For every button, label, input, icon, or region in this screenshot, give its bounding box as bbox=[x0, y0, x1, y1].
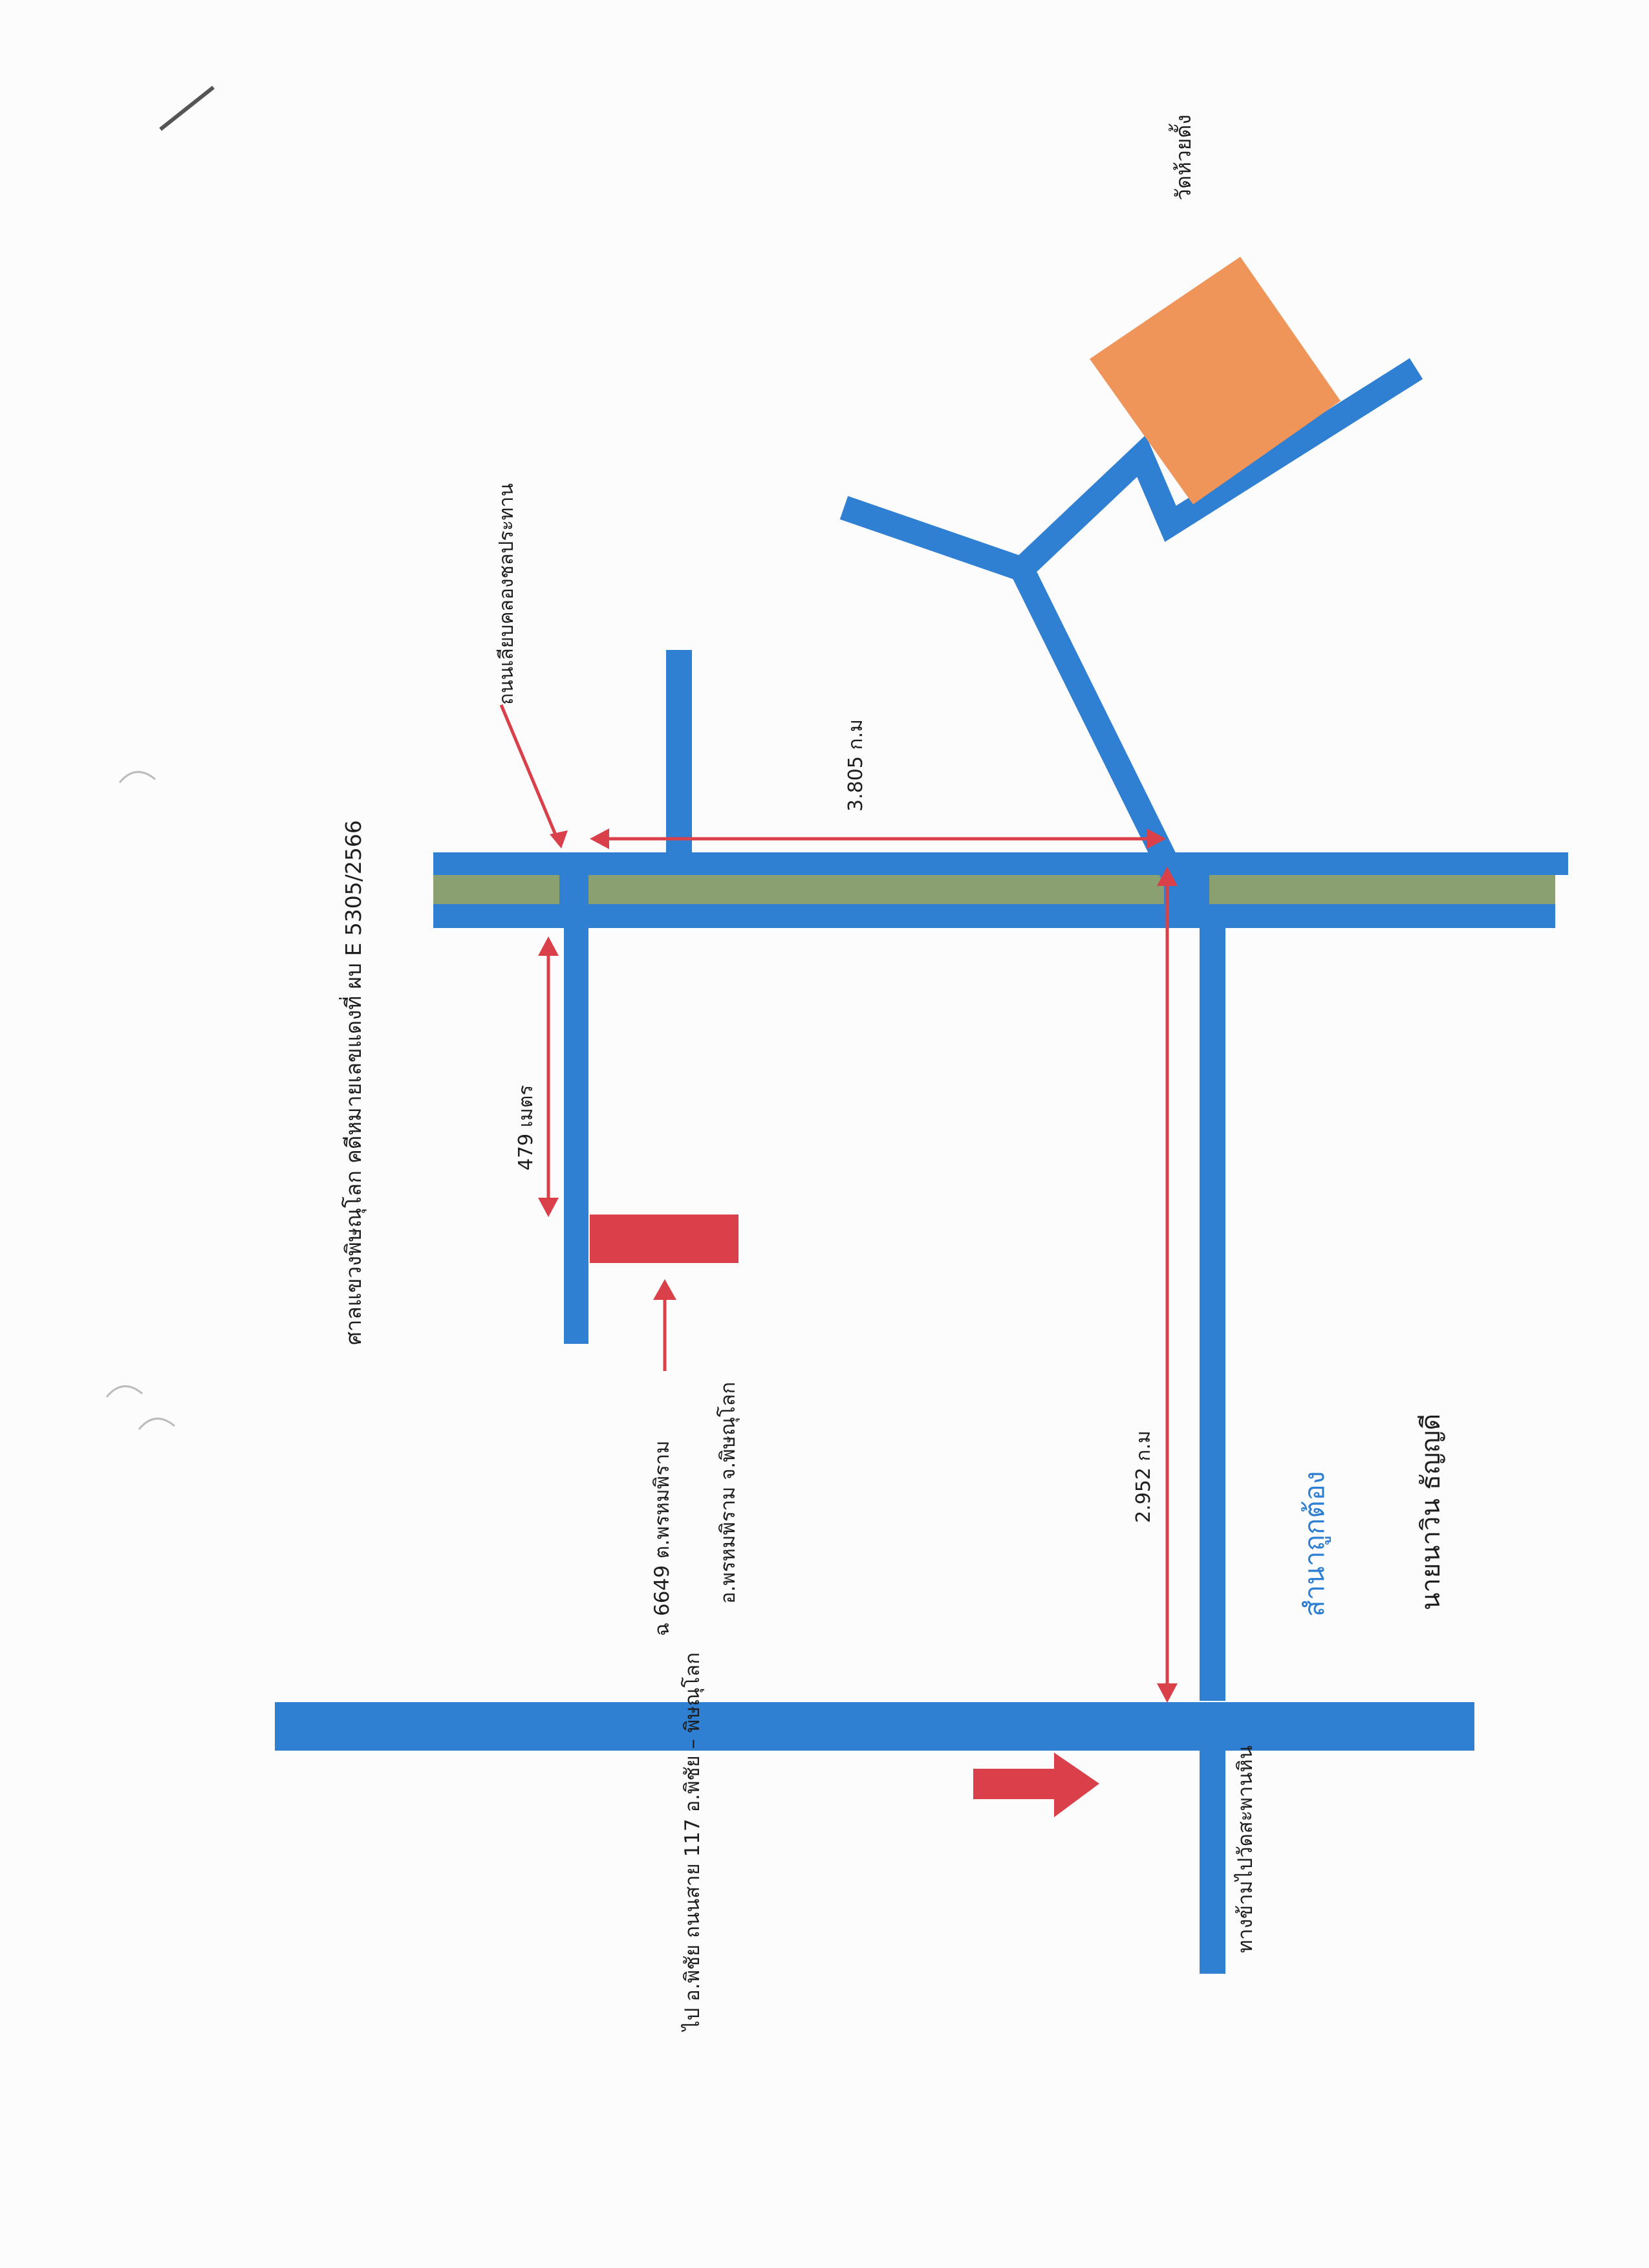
direction-arrow bbox=[973, 1753, 1099, 1817]
distance-arrow-479m bbox=[538, 936, 559, 1217]
side-road-label: ทางข้ามไปวัดสะพานหิน bbox=[1234, 1745, 1257, 1953]
canal-road-east-lane bbox=[433, 904, 1555, 928]
scan-mark-3 bbox=[138, 1418, 175, 1430]
property-label-line1: ฉ 6649 ต.พรหมพิราม bbox=[651, 1440, 674, 1636]
canal-road-label: ถนนเลียบคลองชลประทาน bbox=[495, 483, 518, 705]
canal-road-median bbox=[433, 875, 1555, 904]
diagonal-road-to-temple bbox=[839, 496, 1207, 927]
case-header: ศาลแขวงพิษณุโลก คดีหมายเลขแดงที่ ผบ E 53… bbox=[341, 820, 366, 1345]
distance-label-top: 3.805 ก.ม bbox=[845, 719, 867, 812]
scan-mark-1 bbox=[118, 771, 156, 783]
distance-label-middle: 2.952 ก.ม bbox=[1132, 1431, 1155, 1523]
highway-label: ไป อ.พิชัย ถนนสาย 117 อ.พิชัย – พิษณุโลก bbox=[681, 1652, 704, 2031]
target-property bbox=[590, 1215, 738, 1263]
distance-label-left: 479 เมตร bbox=[515, 1085, 537, 1171]
distance-arrow-2952km bbox=[1157, 867, 1178, 1703]
office-certified-label: สำนาถูกต้อง bbox=[1299, 1471, 1330, 1617]
canal-road-west-lane bbox=[433, 852, 1568, 875]
side-road-to-wat-saphan-hin bbox=[1200, 1751, 1225, 1974]
canal-road-pointer-head bbox=[550, 830, 568, 848]
temple-label: วัดห้วยดั้ง bbox=[1171, 114, 1196, 200]
property-pointer-arrow bbox=[653, 1279, 676, 1371]
canal-road-pointer bbox=[499, 704, 561, 845]
officer-name: นายนาวิน ธัญญดี bbox=[1416, 1413, 1446, 1610]
temple-block bbox=[1090, 257, 1341, 504]
highway-117 bbox=[275, 1702, 1474, 1751]
branch-road-to-temple bbox=[1013, 358, 1423, 578]
scan-mark-2 bbox=[105, 1385, 143, 1398]
property-access-road bbox=[564, 852, 588, 1344]
link-road bbox=[1200, 928, 1225, 1701]
short-spur-road bbox=[666, 650, 692, 863]
distance-arrow-3805km bbox=[590, 828, 1166, 849]
property-label-line2: อ.พรหมพิราม จ.พิษณุโลก bbox=[717, 1381, 740, 1604]
staple-mark bbox=[159, 85, 215, 131]
